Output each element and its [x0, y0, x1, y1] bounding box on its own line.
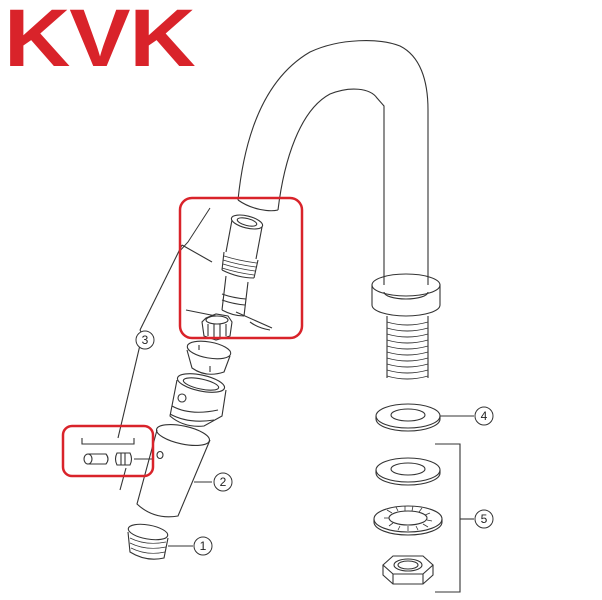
cartridge-cap — [186, 340, 232, 375]
callout-5: 5 — [474, 509, 494, 529]
part-5-washer — [375, 457, 441, 486]
pin-screw-highlight — [61, 424, 155, 478]
valve-body — [169, 373, 227, 427]
part-4-gasket — [375, 403, 474, 432]
part-5-bracket — [435, 443, 461, 593]
callout-2: 2 — [213, 472, 233, 492]
cartridge-highlight — [178, 196, 304, 340]
cartridge-nut — [201, 313, 233, 341]
callout-1: 1 — [193, 536, 213, 556]
svg-text:1: 1 — [200, 539, 207, 553]
part-2-sleeve — [136, 424, 212, 518]
pin-and-screw — [81, 344, 152, 491]
svg-text:5: 5 — [481, 512, 488, 526]
callout-3: 3 — [135, 330, 155, 350]
svg-text:2: 2 — [220, 475, 227, 489]
spout-base — [371, 273, 441, 380]
part-5-lock-washer — [373, 505, 443, 536]
cartridge — [221, 214, 273, 331]
spout-body — [237, 40, 429, 285]
callout-4: 4 — [474, 406, 494, 426]
kvk-logo: KVK — [4, 0, 196, 84]
svg-text:3: 3 — [142, 333, 149, 347]
svg-text:4: 4 — [481, 409, 488, 423]
part-1-aerator — [127, 523, 193, 560]
part-5-hex-nut — [382, 555, 434, 585]
